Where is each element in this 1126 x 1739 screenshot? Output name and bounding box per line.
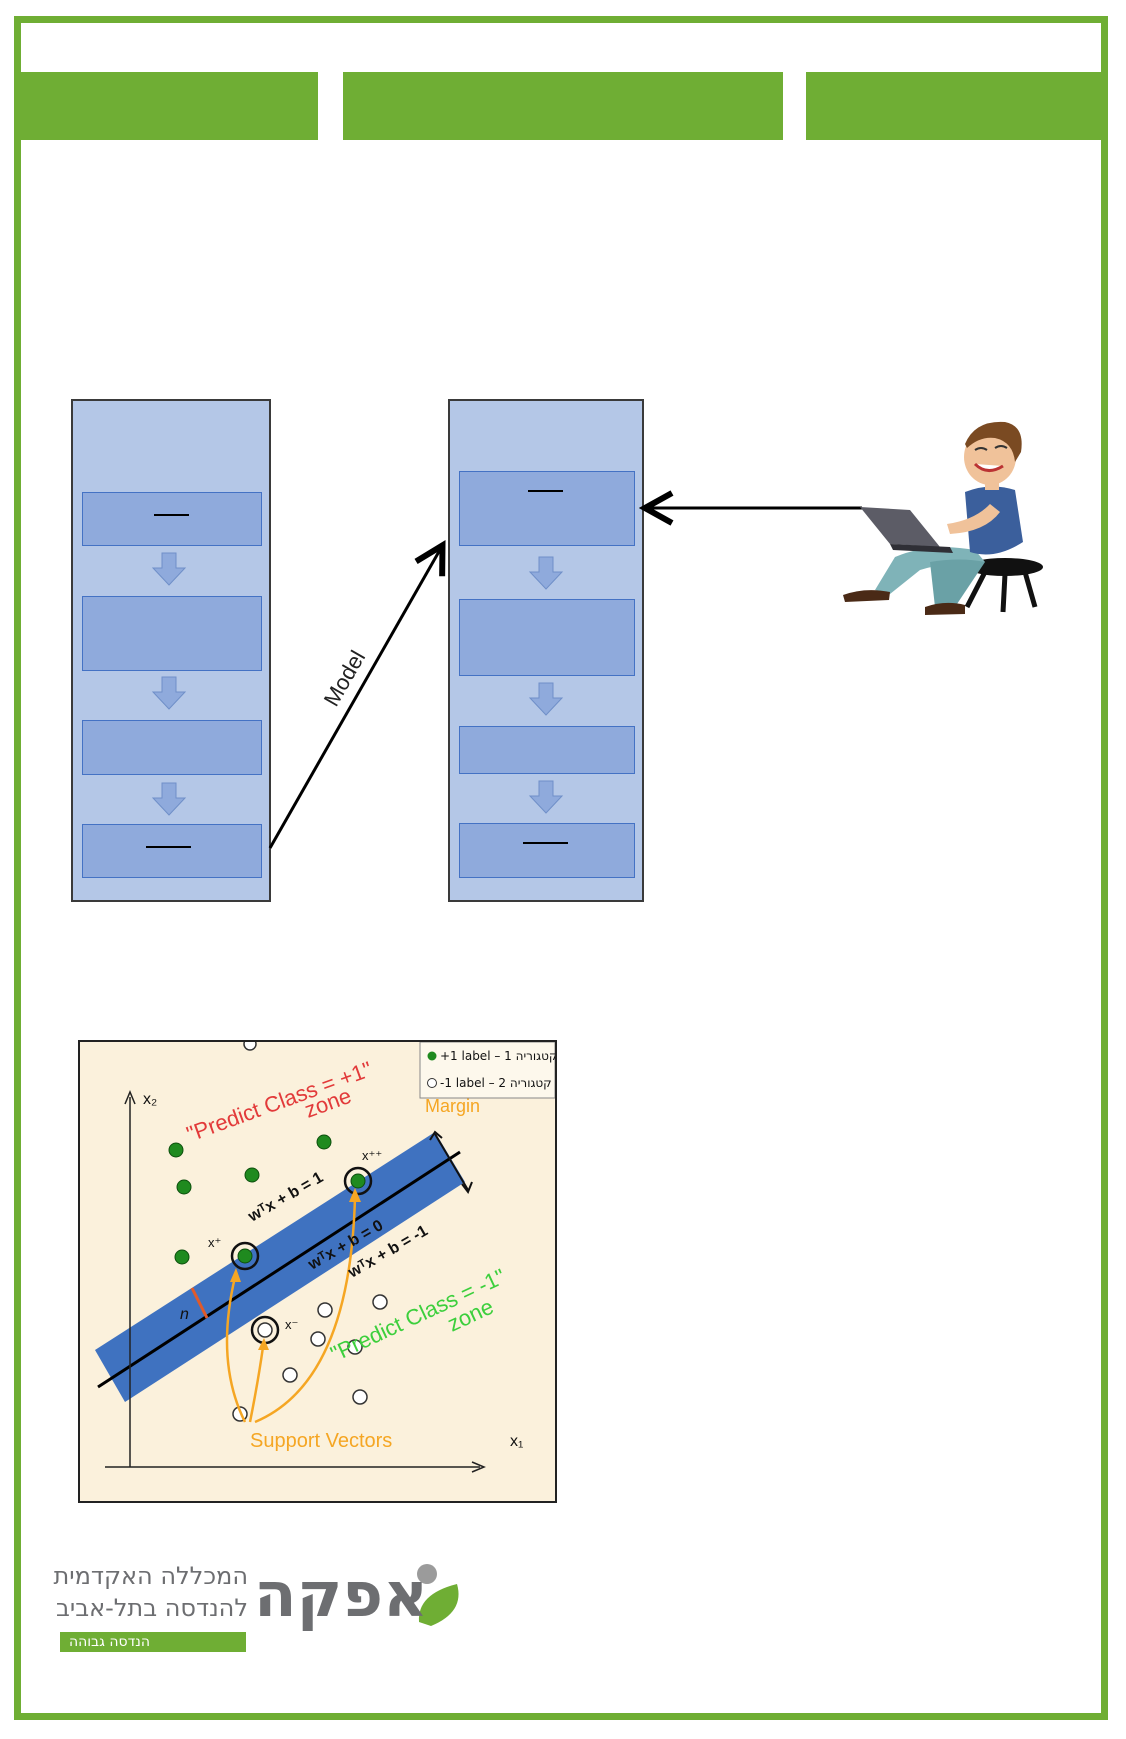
legend-positive-marker: [427, 1051, 437, 1061]
negative-point: [317, 1302, 333, 1318]
down-arrow-icon: [528, 780, 564, 814]
logo-tagline: הנדסה גבוהה: [60, 1632, 246, 1652]
page-frame: [14, 16, 1108, 1720]
axis-y-label: x₂: [143, 1091, 157, 1108]
positive-point: [316, 1134, 332, 1150]
decision-boundary: [97, 1150, 461, 1389]
model-arrow: [268, 548, 441, 849]
training-step-3: [82, 720, 262, 775]
positive-support-vector: [237, 1248, 253, 1264]
training-pipeline: [71, 399, 271, 902]
leaf-icon: [417, 1564, 459, 1626]
logo-line2: להנדסה בתל-אביב: [55, 1594, 248, 1622]
down-arrow-icon: [528, 556, 564, 590]
step-text-placeholder: [523, 842, 568, 844]
diagram-connectors: Model: [268, 0, 862, 849]
header-band-center: [343, 72, 783, 140]
model-arrow-label: Model: [319, 646, 371, 710]
n-label: n: [180, 1306, 189, 1323]
negative-point: [347, 1339, 363, 1355]
legend-positive: +1 label – 1 קטגוריה: [440, 1049, 555, 1063]
step-text-placeholder: [528, 490, 563, 492]
legend-negative-marker: [427, 1078, 437, 1088]
positive-point: [174, 1249, 190, 1265]
legend-negative: -1 label – 2 קטגוריה: [440, 1076, 552, 1090]
svm-figure: x₂ x₁ Margin n: [78, 1040, 557, 1503]
down-arrow-icon: [151, 676, 187, 710]
prediction-step-3: [459, 726, 635, 774]
margin-label: Margin: [425, 1096, 480, 1116]
down-arrow-icon: [151, 782, 187, 816]
svm-figure-canvas: x₂ x₁ Margin n: [95, 1042, 555, 1473]
x-minus-label: x⁻: [285, 1317, 298, 1332]
positive-point: [176, 1179, 192, 1195]
margin-band: [95, 1132, 465, 1402]
positive-point: [168, 1142, 184, 1158]
positive-support-vector: [350, 1173, 366, 1189]
logo-brand: אפקה: [254, 1558, 429, 1631]
down-arrow-icon: [151, 552, 187, 586]
training-step-2: [82, 596, 262, 671]
training-step-4: [82, 824, 262, 878]
axis-x-label: x₁: [510, 1433, 523, 1450]
step-text-placeholder: [146, 846, 191, 848]
step-text-placeholder: [154, 514, 189, 516]
training-step-1: [82, 492, 262, 546]
logo-line1: המכללה האקדמית: [53, 1562, 248, 1590]
positive-points: [168, 1134, 366, 1265]
negative-points: [232, 1042, 388, 1422]
prediction-step-1: [459, 471, 635, 546]
prediction-step-4: [459, 823, 635, 878]
down-arrow-icon: [528, 682, 564, 716]
x-plus-label: x⁺: [208, 1235, 221, 1250]
negative-support-vector: [257, 1322, 273, 1338]
negative-point: [243, 1042, 257, 1051]
negative-point: [372, 1294, 388, 1310]
x-plus-plus-label: x⁺⁺: [362, 1148, 382, 1163]
header-band-right: [806, 72, 1101, 140]
legend-box: [419, 1042, 555, 1099]
positive-point: [244, 1167, 260, 1183]
negative-point: [352, 1389, 368, 1405]
negative-point: [282, 1367, 298, 1383]
prediction-step-2: [459, 599, 635, 676]
support-vectors-label: Support Vectors: [250, 1430, 392, 1452]
prediction-pipeline: [448, 399, 644, 902]
negative-point: [310, 1331, 326, 1347]
n-indicator: [190, 1287, 209, 1319]
afeka-logo: אפקה המכללה האקדמית להנדסה בתל-אביב הנדס…: [53, 1550, 468, 1660]
header-band-left: [21, 72, 318, 140]
person-with-laptop-icon: [843, 421, 1043, 615]
